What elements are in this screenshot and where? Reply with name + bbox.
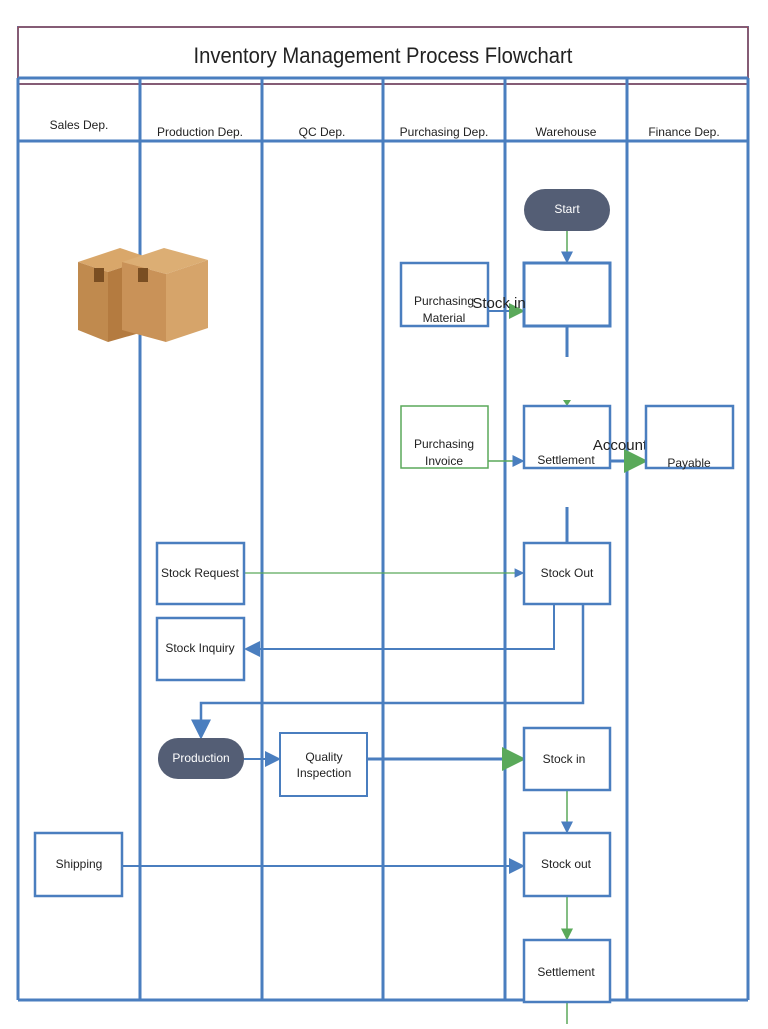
label-account: Account [593,437,648,454]
svg-text:Settlement: Settlement [537,453,595,467]
lane-header-warehouse: Warehouse [536,125,597,139]
swimlanes [16,76,750,1002]
lane-header-production: Production Dep. [157,125,243,139]
svg-text:Stock out: Stock out [541,857,592,871]
connector-stockout-to-inquiry [244,604,555,657]
node-stock-out-2[interactable]: Stock out [522,831,612,898]
lane-header-sales: Sales Dep. [50,118,109,132]
lane-header-qc: QC Dep. [299,125,346,139]
label-stock-in: Stock in [472,295,525,312]
node-production[interactable]: Production [158,738,244,779]
node-shipping[interactable]: Shipping [33,831,124,898]
node-stock-in-box[interactable] [522,261,612,328]
node-stock-inquiry[interactable]: Stock Inquiry [155,616,246,682]
svg-text:Inspection: Inspection [297,766,352,780]
node-stock-out-1[interactable]: Stock Out [522,541,612,606]
node-stock-request[interactable]: Stock Request [155,541,246,606]
node-settlement-2[interactable]: Settlement [522,938,612,1004]
node-settlement-1[interactable]: Settlement [522,404,612,470]
page-title: Inventory Management Process Flowchart [194,44,573,68]
svg-text:Material: Material [423,311,466,325]
svg-text:Payable: Payable [667,456,711,470]
node-stock-in-2[interactable]: Stock in [522,726,612,792]
lane-header-finance: Finance Dep. [648,125,719,139]
svg-text:Settlement: Settlement [537,965,595,979]
svg-text:Stock Out: Stock Out [541,566,594,580]
node-purchasing-material[interactable]: Purchasing Material [399,261,490,328]
node-start[interactable]: Start [524,189,610,231]
node-start-label: Start [554,202,580,216]
svg-text:Invoice: Invoice [425,454,463,468]
svg-text:Quality: Quality [305,750,342,764]
node-purchasing-invoice[interactable]: Purchasing Invoice [400,405,489,469]
node-payable[interactable]: Payable [644,404,735,470]
svg-text:Production: Production [172,751,229,765]
svg-text:Purchasing: Purchasing [414,437,474,451]
connector-arrowhead [563,400,571,406]
svg-text:Stock in: Stock in [543,752,586,766]
title-box: Inventory Management Process Flowchart [17,26,749,85]
svg-text:Shipping: Shipping [56,857,103,871]
connector-stockout-to-production [191,604,585,740]
cardboard-boxes-icon [78,248,208,342]
svg-text:Stock Inquiry: Stock Inquiry [165,641,234,655]
svg-text:Purchasing: Purchasing [414,294,474,308]
node-quality-inspection[interactable]: Quality Inspection [279,732,368,797]
svg-text:Stock Request: Stock Request [161,566,240,580]
lane-header-purchasing: Purchasing Dep. [400,125,489,139]
